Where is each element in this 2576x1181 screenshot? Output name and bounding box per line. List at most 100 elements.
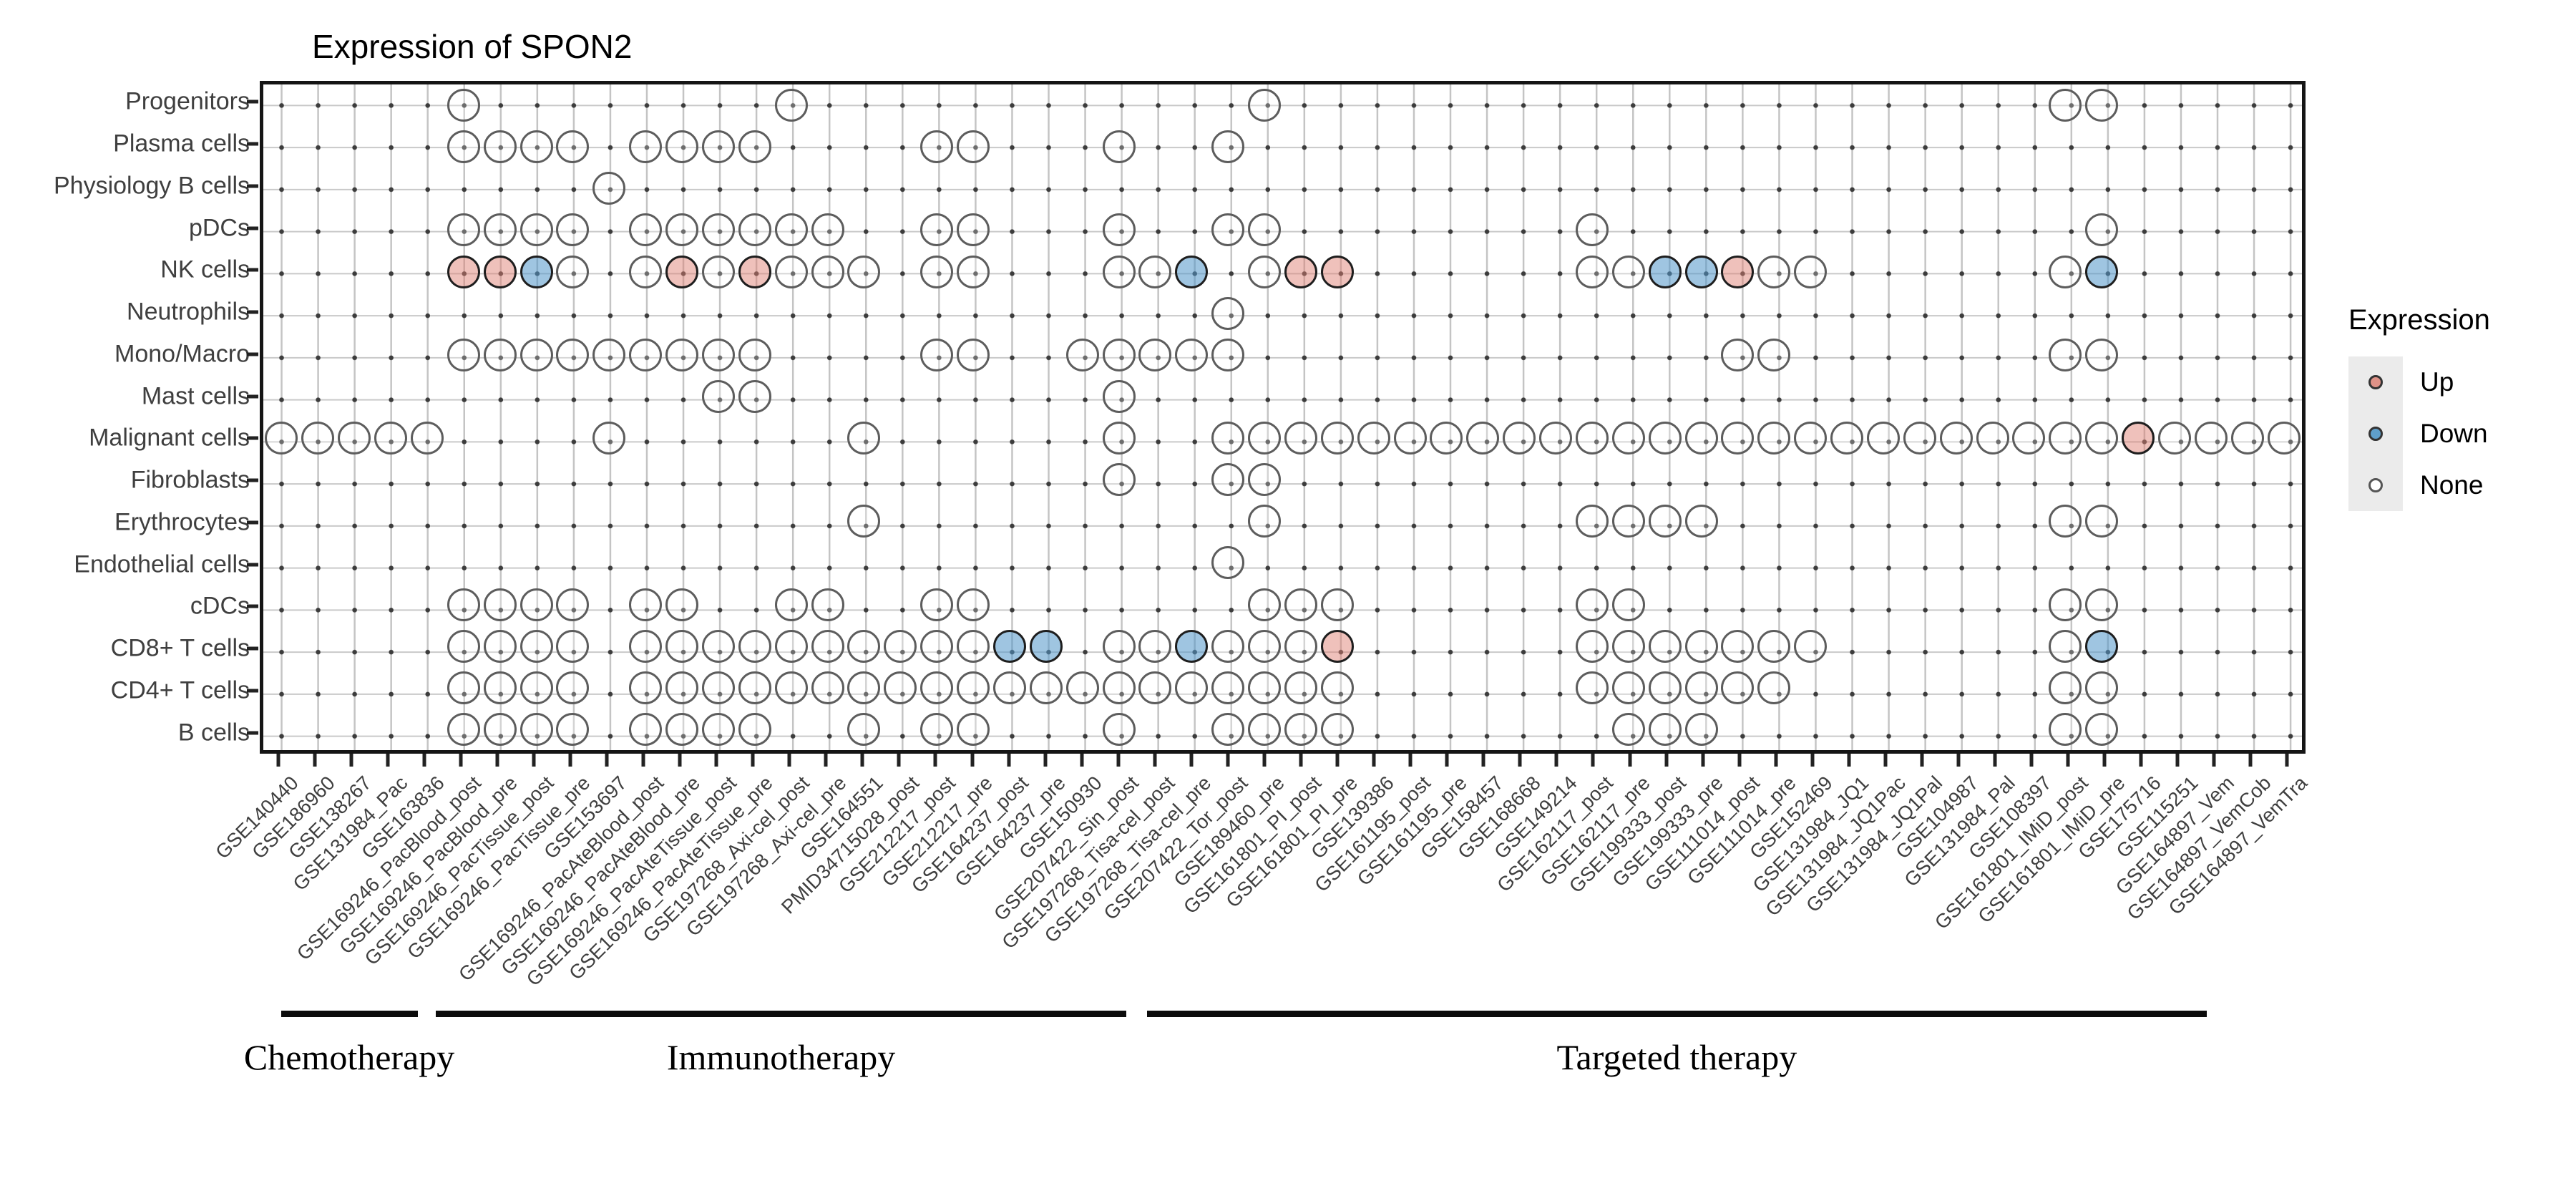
- legend-item-none: None: [2348, 460, 2534, 511]
- expression-dot-none: [1648, 422, 1682, 455]
- expression-dot-none: [519, 130, 553, 164]
- y-tick: [247, 184, 258, 188]
- expression-dot-none: [992, 671, 1026, 704]
- expression-dot-none: [1211, 422, 1245, 455]
- expression-dot-none: [2049, 629, 2082, 663]
- expression-dot-none: [1029, 671, 1063, 704]
- expression-dot-none: [1211, 463, 1245, 497]
- expression-dot-none: [592, 422, 626, 455]
- expression-dot-none: [519, 712, 553, 746]
- expression-dot-none: [701, 712, 735, 746]
- expression-dot-none: [1575, 422, 1609, 455]
- expression-dot-none: [1466, 422, 1500, 455]
- expression-dot-none: [1248, 213, 1282, 247]
- expression-dot-none: [1138, 629, 1172, 663]
- expression-dot-none: [665, 629, 699, 663]
- x-tick: [897, 754, 901, 767]
- expression-dot-none: [265, 422, 298, 455]
- x-tick: [1810, 754, 1815, 767]
- x-tick: [1920, 754, 1924, 767]
- expression-dot-none: [665, 712, 699, 746]
- expression-dot-none: [1611, 422, 1645, 455]
- expression-dot-none: [701, 130, 735, 164]
- therapy-group-label: Immunotherapy: [666, 1037, 896, 1077]
- expression-dot-none: [447, 130, 480, 164]
- expression-dot-none: [483, 629, 517, 663]
- expression-dot-down: [992, 629, 1026, 663]
- x-tick: [2175, 754, 2180, 767]
- expression-dot-none: [483, 130, 517, 164]
- x-tick: [1847, 754, 1851, 767]
- expression-dot-none: [1284, 588, 1317, 621]
- legend-item-up: Up: [2348, 356, 2534, 408]
- expression-dot-none: [556, 255, 590, 288]
- expression-dot-none: [556, 671, 590, 704]
- therapy-group-label: Targeted therapy: [1556, 1037, 1797, 1077]
- expression-dot-none: [1102, 629, 1136, 663]
- expression-dot-none: [847, 671, 881, 704]
- therapy-group-label: Chemotherapy: [243, 1037, 455, 1077]
- expression-dot-up: [1721, 255, 1755, 288]
- expression-dot-up: [1320, 255, 1354, 288]
- expression-dot-none: [2085, 213, 2119, 247]
- expression-dot-none: [519, 213, 553, 247]
- x-tick: [1080, 754, 1084, 767]
- y-tick: [247, 478, 258, 482]
- expression-dot-none: [1757, 629, 1791, 663]
- x-tick: [787, 754, 791, 767]
- x-tick: [313, 754, 317, 767]
- expression-dot-none: [811, 588, 844, 621]
- expression-dot-none: [629, 213, 663, 247]
- expression-dot-none: [1684, 422, 1718, 455]
- row-label: Erythrocytes: [114, 508, 250, 536]
- expression-dot-down: [2085, 255, 2119, 288]
- legend-item-label: None: [2420, 470, 2484, 500]
- expression-dot-none: [920, 671, 954, 704]
- expression-dot-none: [847, 505, 881, 538]
- expression-dot-none: [847, 712, 881, 746]
- expression-dot-none: [447, 89, 480, 122]
- y-tick: [247, 731, 258, 735]
- row-label: Fibroblasts: [130, 466, 250, 494]
- expression-dot-none: [1211, 130, 1245, 164]
- expression-dot-none: [1138, 338, 1172, 371]
- expression-dot-none: [447, 671, 480, 704]
- expression-dot-none: [811, 629, 844, 663]
- y-tick: [247, 352, 258, 356]
- expression-dot-none: [701, 629, 735, 663]
- expression-dot-none: [1611, 588, 1645, 621]
- x-tick: [1116, 754, 1121, 767]
- expression-dot-none: [1248, 629, 1282, 663]
- expression-dot-none: [1211, 546, 1245, 580]
- expression-dot-none: [811, 671, 844, 704]
- y-tick: [247, 226, 258, 230]
- expression-dot-none: [957, 130, 990, 164]
- expression-dot-none: [2049, 588, 2082, 621]
- x-tick: [2139, 754, 2143, 767]
- expression-dot-none: [1102, 213, 1136, 247]
- expression-dot-none: [738, 379, 771, 413]
- expression-dot-none: [884, 671, 917, 704]
- expression-dot-none: [447, 338, 480, 371]
- x-tick: [970, 754, 975, 767]
- x-tick: [1372, 754, 1376, 767]
- expression-dot-none: [1248, 671, 1282, 704]
- x-tick: [1701, 754, 1705, 767]
- expression-dot-none: [774, 213, 808, 247]
- expression-dot-none: [1684, 629, 1718, 663]
- expression-dot-none: [519, 629, 553, 663]
- expression-dot-none: [920, 130, 954, 164]
- expression-dot-none: [629, 338, 663, 371]
- expression-dot-none: [1320, 671, 1354, 704]
- expression-dot-down: [1175, 629, 1209, 663]
- x-tick: [276, 754, 280, 767]
- expression-dot-none: [1248, 588, 1282, 621]
- expression-dot-down: [1684, 255, 1718, 288]
- x-tick: [1883, 754, 1888, 767]
- expression-dot-none: [1721, 422, 1755, 455]
- expression-dot-none: [447, 213, 480, 247]
- expression-dot-none: [483, 338, 517, 371]
- expression-dot-none: [1284, 422, 1317, 455]
